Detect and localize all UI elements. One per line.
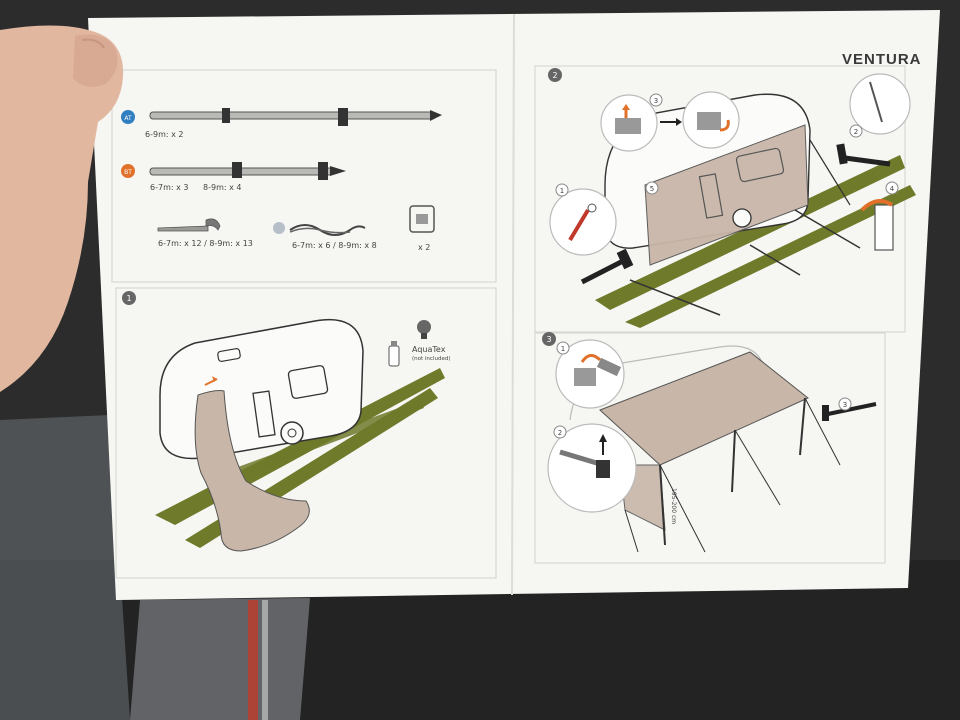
plastic-bag: [0, 415, 310, 720]
step1-badge: [122, 291, 136, 305]
step2-callout-2: 2: [854, 128, 858, 136]
step3-badge: [542, 332, 556, 346]
hammer-icon-2: [836, 143, 891, 167]
step2-callout-5: 5: [650, 185, 654, 193]
clamp-qty: x 2: [418, 243, 430, 252]
detail-callout-4: 4: [860, 181, 899, 251]
rope-qty: 6-7m: x 6 / 8-9m: x 8: [292, 241, 377, 250]
step3-callout-2: 2: [558, 429, 562, 437]
step2-badge: [548, 68, 562, 82]
peg-qty: 6-7m: x 12 / 8-9m: x 13: [158, 239, 253, 248]
aquatex-note: (not included): [412, 356, 450, 362]
step2-panel: 2 1: [534, 65, 916, 333]
pole-b-icon: [149, 162, 346, 180]
step2-callout-5-badge: [645, 181, 659, 195]
hammer-icon-3: [822, 402, 877, 421]
awning-cloth: [194, 390, 310, 552]
step3-callout-3-badge: [838, 397, 852, 411]
height-label: 195-200 cm: [670, 488, 677, 524]
grass-graphic-2: [595, 155, 905, 310]
step3-callout-3: 3: [843, 401, 847, 409]
detail-callout-2: 2: [849, 73, 911, 138]
pole-b-qty-2: 8-9m: x 4: [203, 183, 241, 192]
pole-a-qty: 6-9m: x 2: [145, 130, 183, 139]
peg-icon: [157, 218, 221, 232]
spray-can-icon: [388, 341, 400, 367]
step3-callout-1: 1: [561, 345, 565, 353]
detail-callout-step3-2: 2: [547, 423, 637, 513]
hand: [0, 25, 124, 392]
brand-logo: VENTURA: [842, 51, 922, 68]
step2-callout-1: 1: [560, 187, 564, 195]
sheet-fold: [511, 13, 515, 596]
clamp-icon: [409, 205, 435, 233]
hammer-icon: [580, 248, 634, 285]
step1-panel: 1 AquaTex (not include: [115, 287, 497, 579]
rope-badge: [273, 222, 285, 234]
lightbulb-icon: [417, 320, 431, 339]
step1-number: 1: [126, 294, 131, 303]
step3-panel: 3 195-200 cm 3: [534, 332, 886, 564]
detail-callout-1: 1: [549, 183, 617, 256]
badge-b: [121, 164, 135, 178]
pole-a-icon: [149, 108, 442, 126]
detail-callout-3b: [682, 91, 740, 149]
step2-callout-3: 3: [654, 97, 658, 105]
caravan-with-awning: [604, 93, 861, 316]
parts-panel: AT 6-9m: x 2 BT 6-7m: x 3 8-9m: x 4 6-7m…: [111, 69, 497, 283]
badge-b-label: BT: [124, 169, 132, 176]
detail-callout-step3-1: 1: [555, 339, 625, 409]
rope-icon: [289, 224, 366, 236]
badge-a: [121, 110, 135, 124]
step2-callout-4: 4: [890, 185, 895, 193]
aquatex-label: AquaTex: [412, 345, 446, 354]
step2-number: 2: [552, 71, 557, 80]
step3-number: 3: [546, 335, 551, 344]
detail-arrow-right: [660, 118, 682, 126]
detail-callout-3: 3: [600, 93, 663, 152]
pole-b-qty-1: 6-7m: x 3: [150, 183, 188, 192]
badge-a-label: AT: [124, 115, 132, 122]
